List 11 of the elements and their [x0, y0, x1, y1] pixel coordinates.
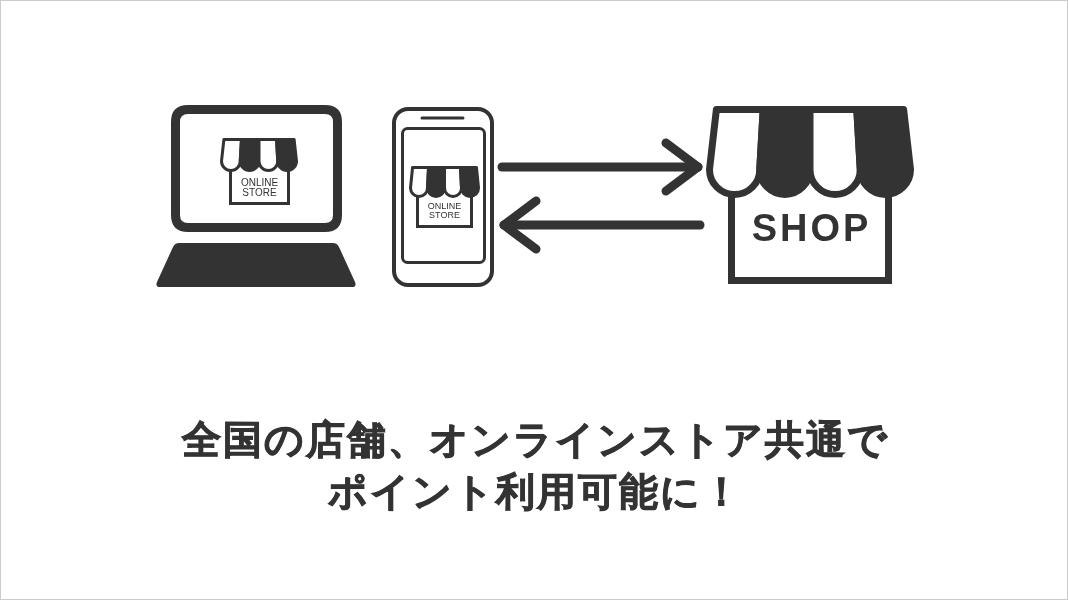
arrow	[497, 138, 703, 196]
shop-sign-text: SHOP	[751, 209, 872, 247]
sign-text: ONLINE STORE	[427, 202, 462, 220]
sign-text: ONLINE STORE	[240, 177, 279, 197]
shop-storefront	[706, 106, 914, 284]
caption-text: 全国の店舗、オンラインストア共通でポイント利用可能に！	[180, 416, 890, 516]
storefront-sign	[220, 138, 298, 205]
laptop-illustration	[155, 103, 357, 289]
storefront-sign	[409, 166, 480, 228]
smartphone-illustration	[390, 105, 496, 289]
arrow	[499, 196, 705, 254]
